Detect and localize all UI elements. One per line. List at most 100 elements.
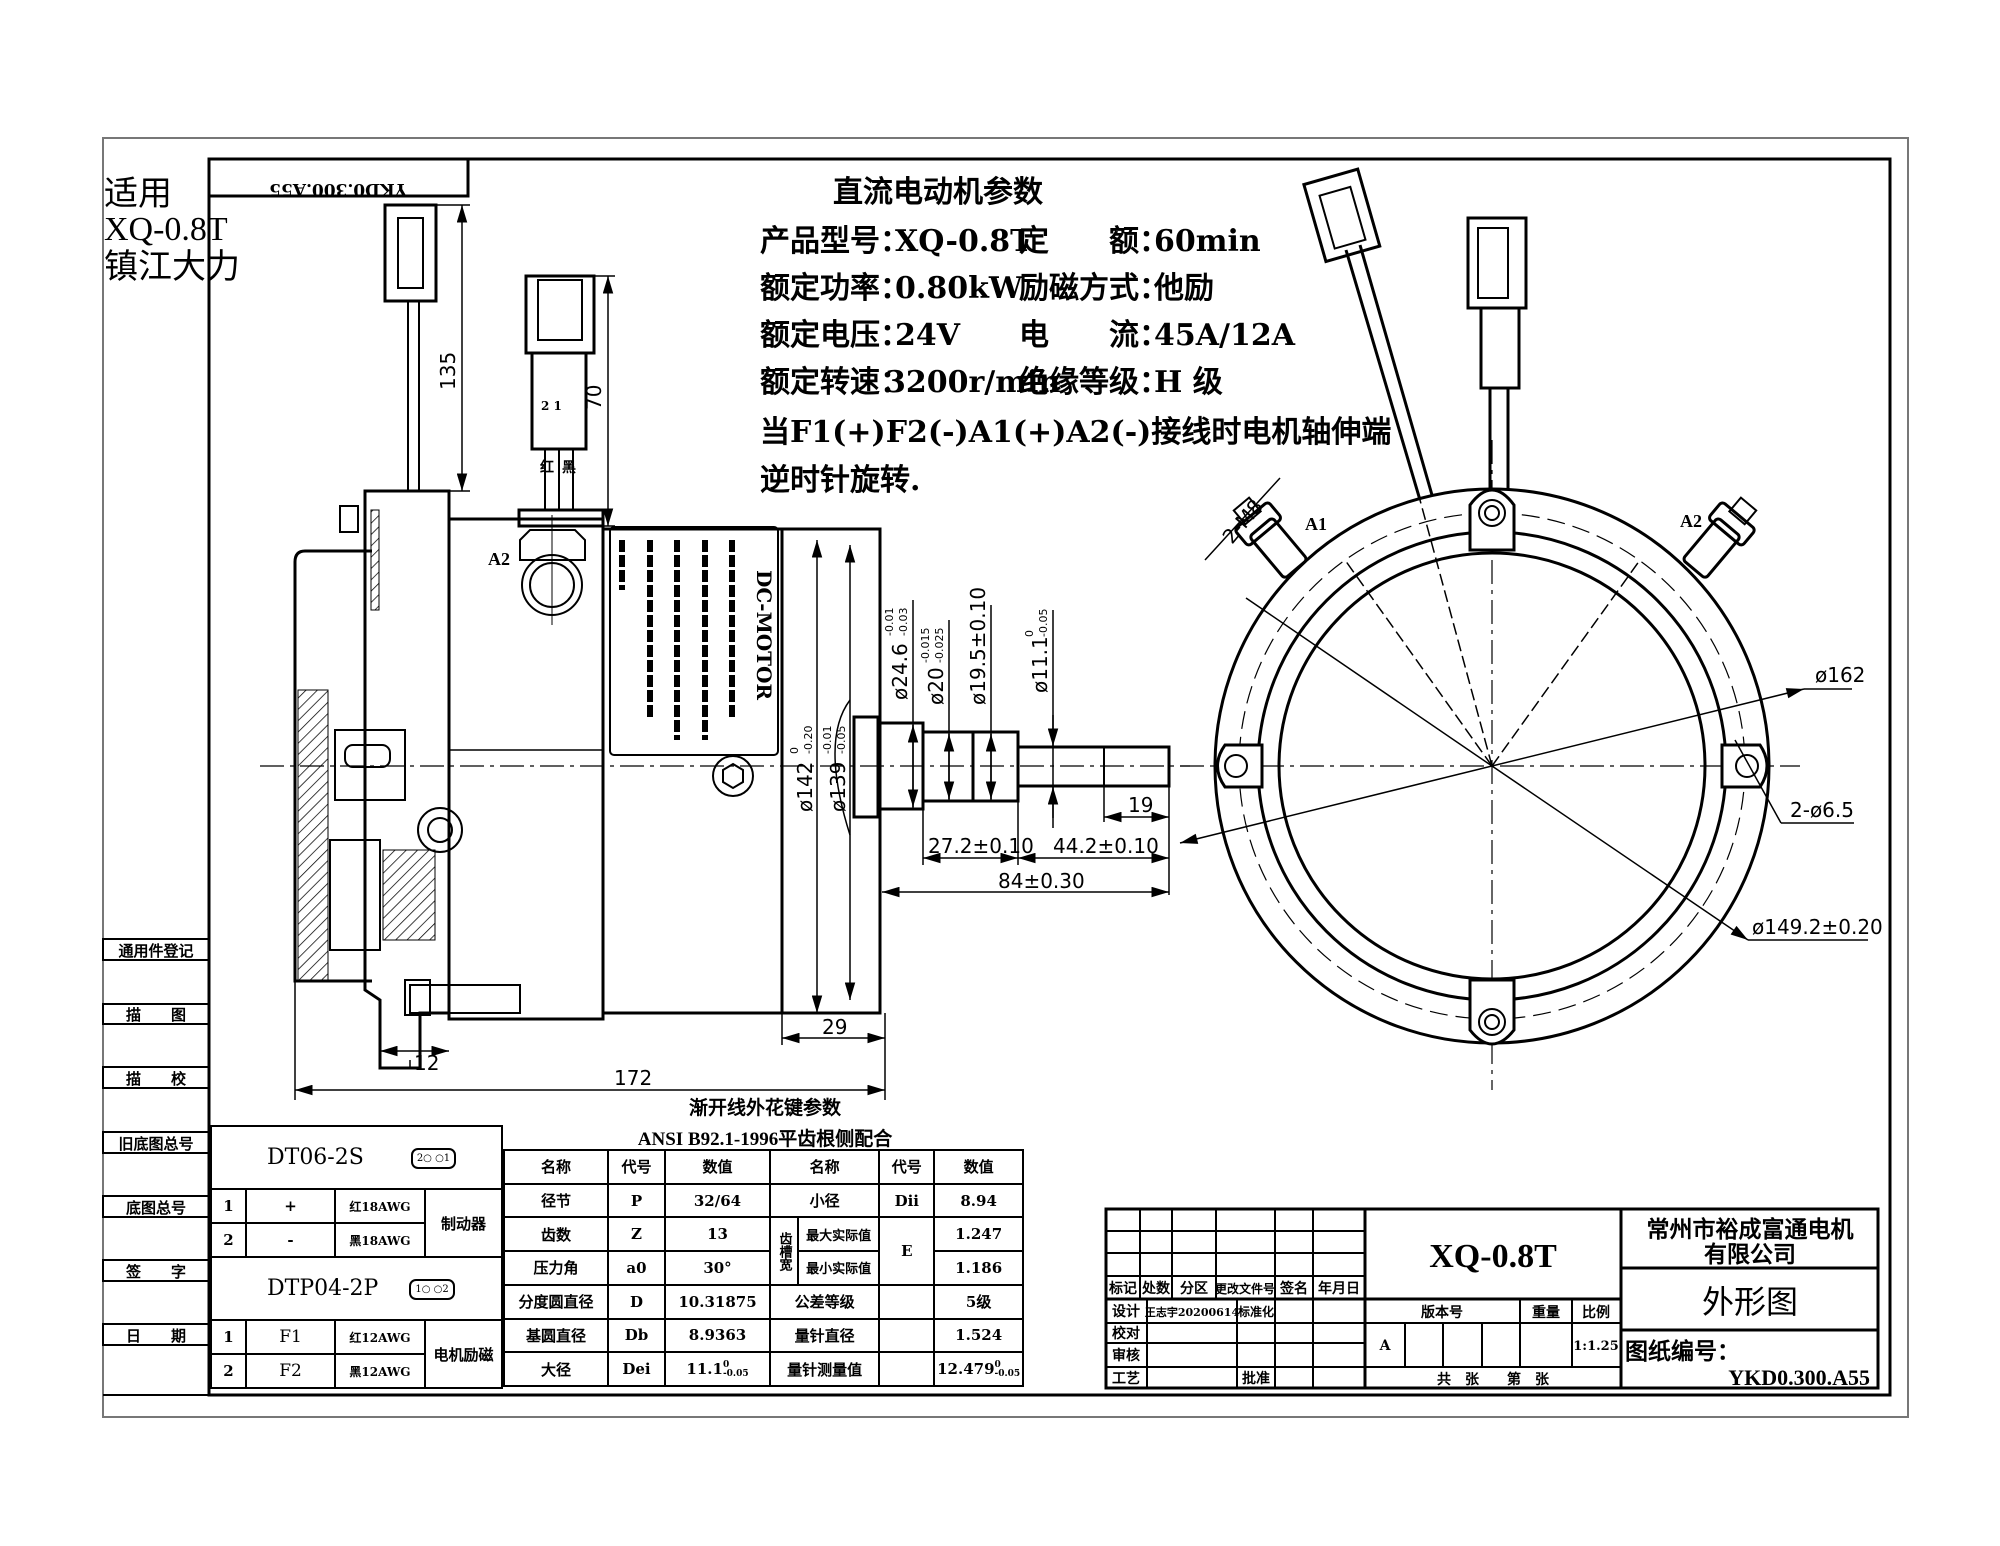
cell: 1.524 <box>933 1317 1024 1354</box>
designer-name: 王志宇20200614 <box>1145 1305 1240 1319</box>
svg-text:H 级: H 级 <box>1154 365 1223 400</box>
cell: 5级 <box>933 1283 1024 1320</box>
title-model: XQ-0.8T <box>1429 1238 1557 1275</box>
title-block <box>1104 1207 1880 1390</box>
dim-cable-135: 135 <box>436 352 460 390</box>
svg-text:ø24.6: ø24.6 <box>888 643 912 700</box>
drawing-title: 外形图 <box>1702 1283 1798 1321</box>
label-common-parts: 通用件登记 <box>118 942 193 960</box>
cell: 32/64 <box>664 1182 771 1219</box>
cell: 径节 <box>503 1182 609 1219</box>
cell: 大径 <box>503 1351 609 1387</box>
cell: 量针直径 <box>768 1317 881 1354</box>
cell: 11.10-0.05 <box>664 1351 771 1387</box>
connector-1-header: DT06-2S 2○ ○1 <box>210 1125 503 1190</box>
rev-header-mark: 标记 <box>1108 1280 1137 1297</box>
svg-text:-0.015: -0.015 <box>919 628 932 663</box>
cell: P <box>607 1182 666 1219</box>
cell <box>878 1317 936 1354</box>
header-name: 名称 <box>503 1149 609 1185</box>
header-code-2: 代号 <box>878 1149 936 1185</box>
inner-frame <box>207 157 1892 1397</box>
cell: 齿数 <box>503 1216 609 1253</box>
header-name-2: 名称 <box>768 1149 881 1185</box>
wire-red-label: 红 <box>540 459 554 476</box>
cell: 8.9363 <box>664 1317 771 1354</box>
dim-d24-6: ø24.6-0.01-0.03 <box>883 608 912 700</box>
svg-text:励磁方式：: 励磁方式： <box>1019 271 1169 306</box>
label-base-no: 底图总号 <box>126 1199 186 1217</box>
role-design: 设计 <box>1112 1303 1140 1320</box>
dim-l44-2: 44.2±0.10 <box>1053 834 1159 858</box>
label-date: 日 期 <box>126 1327 186 1345</box>
connector-1-pin: 2 <box>210 1222 247 1258</box>
svg-text:直流电动机参数: 直流电动机参数 <box>833 175 1044 210</box>
rev-header-count: 处数 <box>1141 1280 1171 1297</box>
approve-label: 批准 <box>1242 1370 1270 1387</box>
connector-1-pin: 1 <box>210 1188 247 1224</box>
svg-text:适用: 适用 <box>104 176 172 213</box>
terminal-a1-label: A1 <box>1305 514 1327 534</box>
svg-text:ø142: ø142 <box>793 762 817 812</box>
svg-text:-0.025: -0.025 <box>933 628 946 663</box>
dim-12: 12 <box>414 1051 439 1075</box>
weight-header: 重量 <box>1532 1304 1560 1321</box>
svg-text:XQ-0.8T: XQ-0.8T <box>895 224 1033 259</box>
cell: Dii <box>878 1182 936 1219</box>
svg-text:ø139: ø139 <box>826 762 850 812</box>
svg-text:-0.05: -0.05 <box>835 726 848 754</box>
dim-l27-2: 27.2±0.10 <box>928 834 1034 858</box>
connector-2-wire: 红12AWG <box>334 1319 426 1355</box>
connector-2-terminal: F1 <box>245 1319 336 1355</box>
role-review: 审核 <box>1112 1347 1140 1364</box>
spline-standard: ANSI B92.1-1996平齿根侧配合 <box>638 1127 893 1150</box>
connector-1-wire: 红18AWG <box>334 1188 426 1224</box>
sheet-count: 共 张 第 张 <box>1437 1371 1550 1388</box>
svg-text:绝缘等级：: 绝缘等级： <box>1019 365 1169 400</box>
svg-text:45A/12A: 45A/12A <box>1154 318 1296 353</box>
label-trace-check: 描 校 <box>126 1070 187 1088</box>
dim-d11-1: ø11.10-0.05 <box>1023 609 1052 693</box>
header-code: 代号 <box>607 1149 666 1185</box>
svg-text:额定电压：: 额定电压： <box>760 318 910 353</box>
connector-1-wire: 黑18AWG <box>334 1222 426 1258</box>
scale-header: 比例 <box>1582 1304 1610 1321</box>
connector-1-polarity: - <box>245 1222 336 1258</box>
svg-text:额定功率：: 额定功率： <box>760 271 910 306</box>
svg-text:-0.01: -0.01 <box>821 726 834 754</box>
cell: 1.186 <box>933 1250 1024 1286</box>
cell: 10.31875 <box>664 1283 771 1320</box>
dim-d139: ø139 -0.01-0.05 <box>821 726 850 812</box>
cell: 1.247 <box>933 1216 1024 1253</box>
dim-l84: 84±0.30 <box>998 869 1085 893</box>
connector-1-pinout-icon: 2○ ○1 <box>410 1147 457 1169</box>
connector-2-function: 电机励磁 <box>424 1319 503 1389</box>
svg-text:逆时针旋转.: 逆时针旋转. <box>760 463 920 498</box>
svg-text:ø11.1: ø11.1 <box>1028 636 1052 693</box>
role-process: 工艺 <box>1112 1370 1140 1387</box>
cell <box>878 1351 936 1387</box>
svg-text:XQ-0.8T: XQ-0.8T <box>104 211 228 248</box>
connector-1-polarity: + <box>245 1188 336 1224</box>
left-registry-column <box>102 938 210 1346</box>
cell: 12.4790-0.05 <box>933 1351 1024 1387</box>
rev-header-doc: 更改文件号 <box>1215 1281 1275 1296</box>
cell-group: 齿槽宽 <box>769 1216 799 1286</box>
connector-2-pin: 1 <box>210 1319 247 1355</box>
scale-value: 1:1.25 <box>1573 1339 1619 1354</box>
cell: Db <box>607 1317 666 1354</box>
cell <box>878 1283 936 1320</box>
svg-text:-0.03: -0.03 <box>897 608 910 636</box>
dim-d162: ø162 <box>1815 663 1865 687</box>
side-note: 适用 XQ-0.8T 镇江大力 <box>104 176 240 286</box>
company-name-line2: 有限公司 <box>1704 1241 1796 1268</box>
cell: 量针测量值 <box>768 1351 881 1387</box>
cell: Dei <box>607 1351 666 1387</box>
